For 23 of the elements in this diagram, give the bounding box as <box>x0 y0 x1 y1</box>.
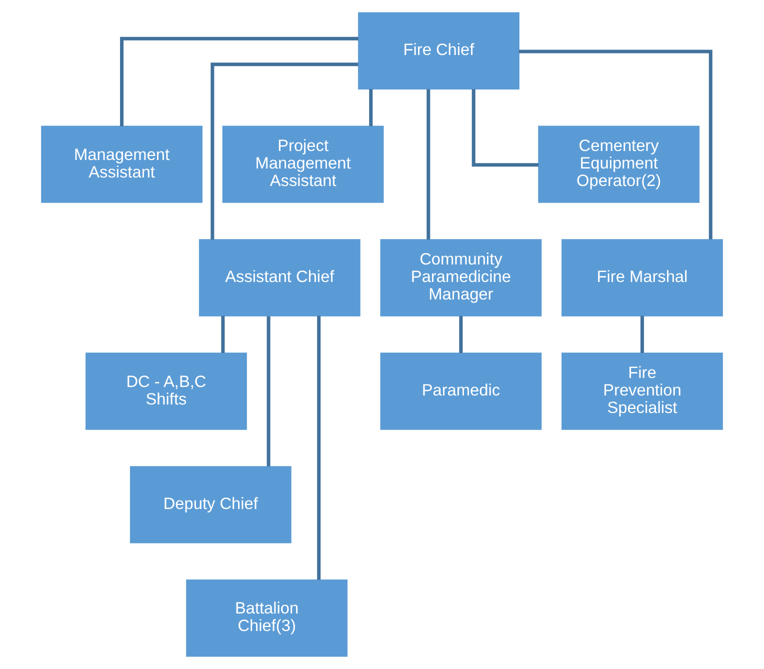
node-box: Fire Marshal <box>562 239 723 316</box>
connector <box>640 316 644 354</box>
node-box: Project Management Assistant <box>222 126 384 203</box>
connector <box>472 89 539 167</box>
node-box: Fire Chief <box>358 12 520 90</box>
node-box: Paramedic <box>380 352 542 430</box>
connector <box>317 316 321 580</box>
connector <box>266 316 270 466</box>
connector <box>426 89 430 240</box>
node-box: Deputy Chief <box>130 466 292 544</box>
node-box: Assistant Chief <box>198 239 360 316</box>
node-box: Cementery Equipment Operator(2) <box>538 126 700 203</box>
node-box: Fire Prevention Specialist <box>562 352 723 430</box>
connector <box>459 316 463 354</box>
node-box: DC - A,B,C Shifts <box>86 352 247 430</box>
connector <box>210 62 358 240</box>
connector <box>518 50 712 240</box>
connector <box>221 316 225 354</box>
connector <box>120 36 358 126</box>
node-box: Community Paramedicine Manager <box>380 239 542 316</box>
connector <box>369 89 373 126</box>
node-box: Management Assistant <box>41 126 202 203</box>
node-box: Battalion Chief(3) <box>186 580 348 657</box>
